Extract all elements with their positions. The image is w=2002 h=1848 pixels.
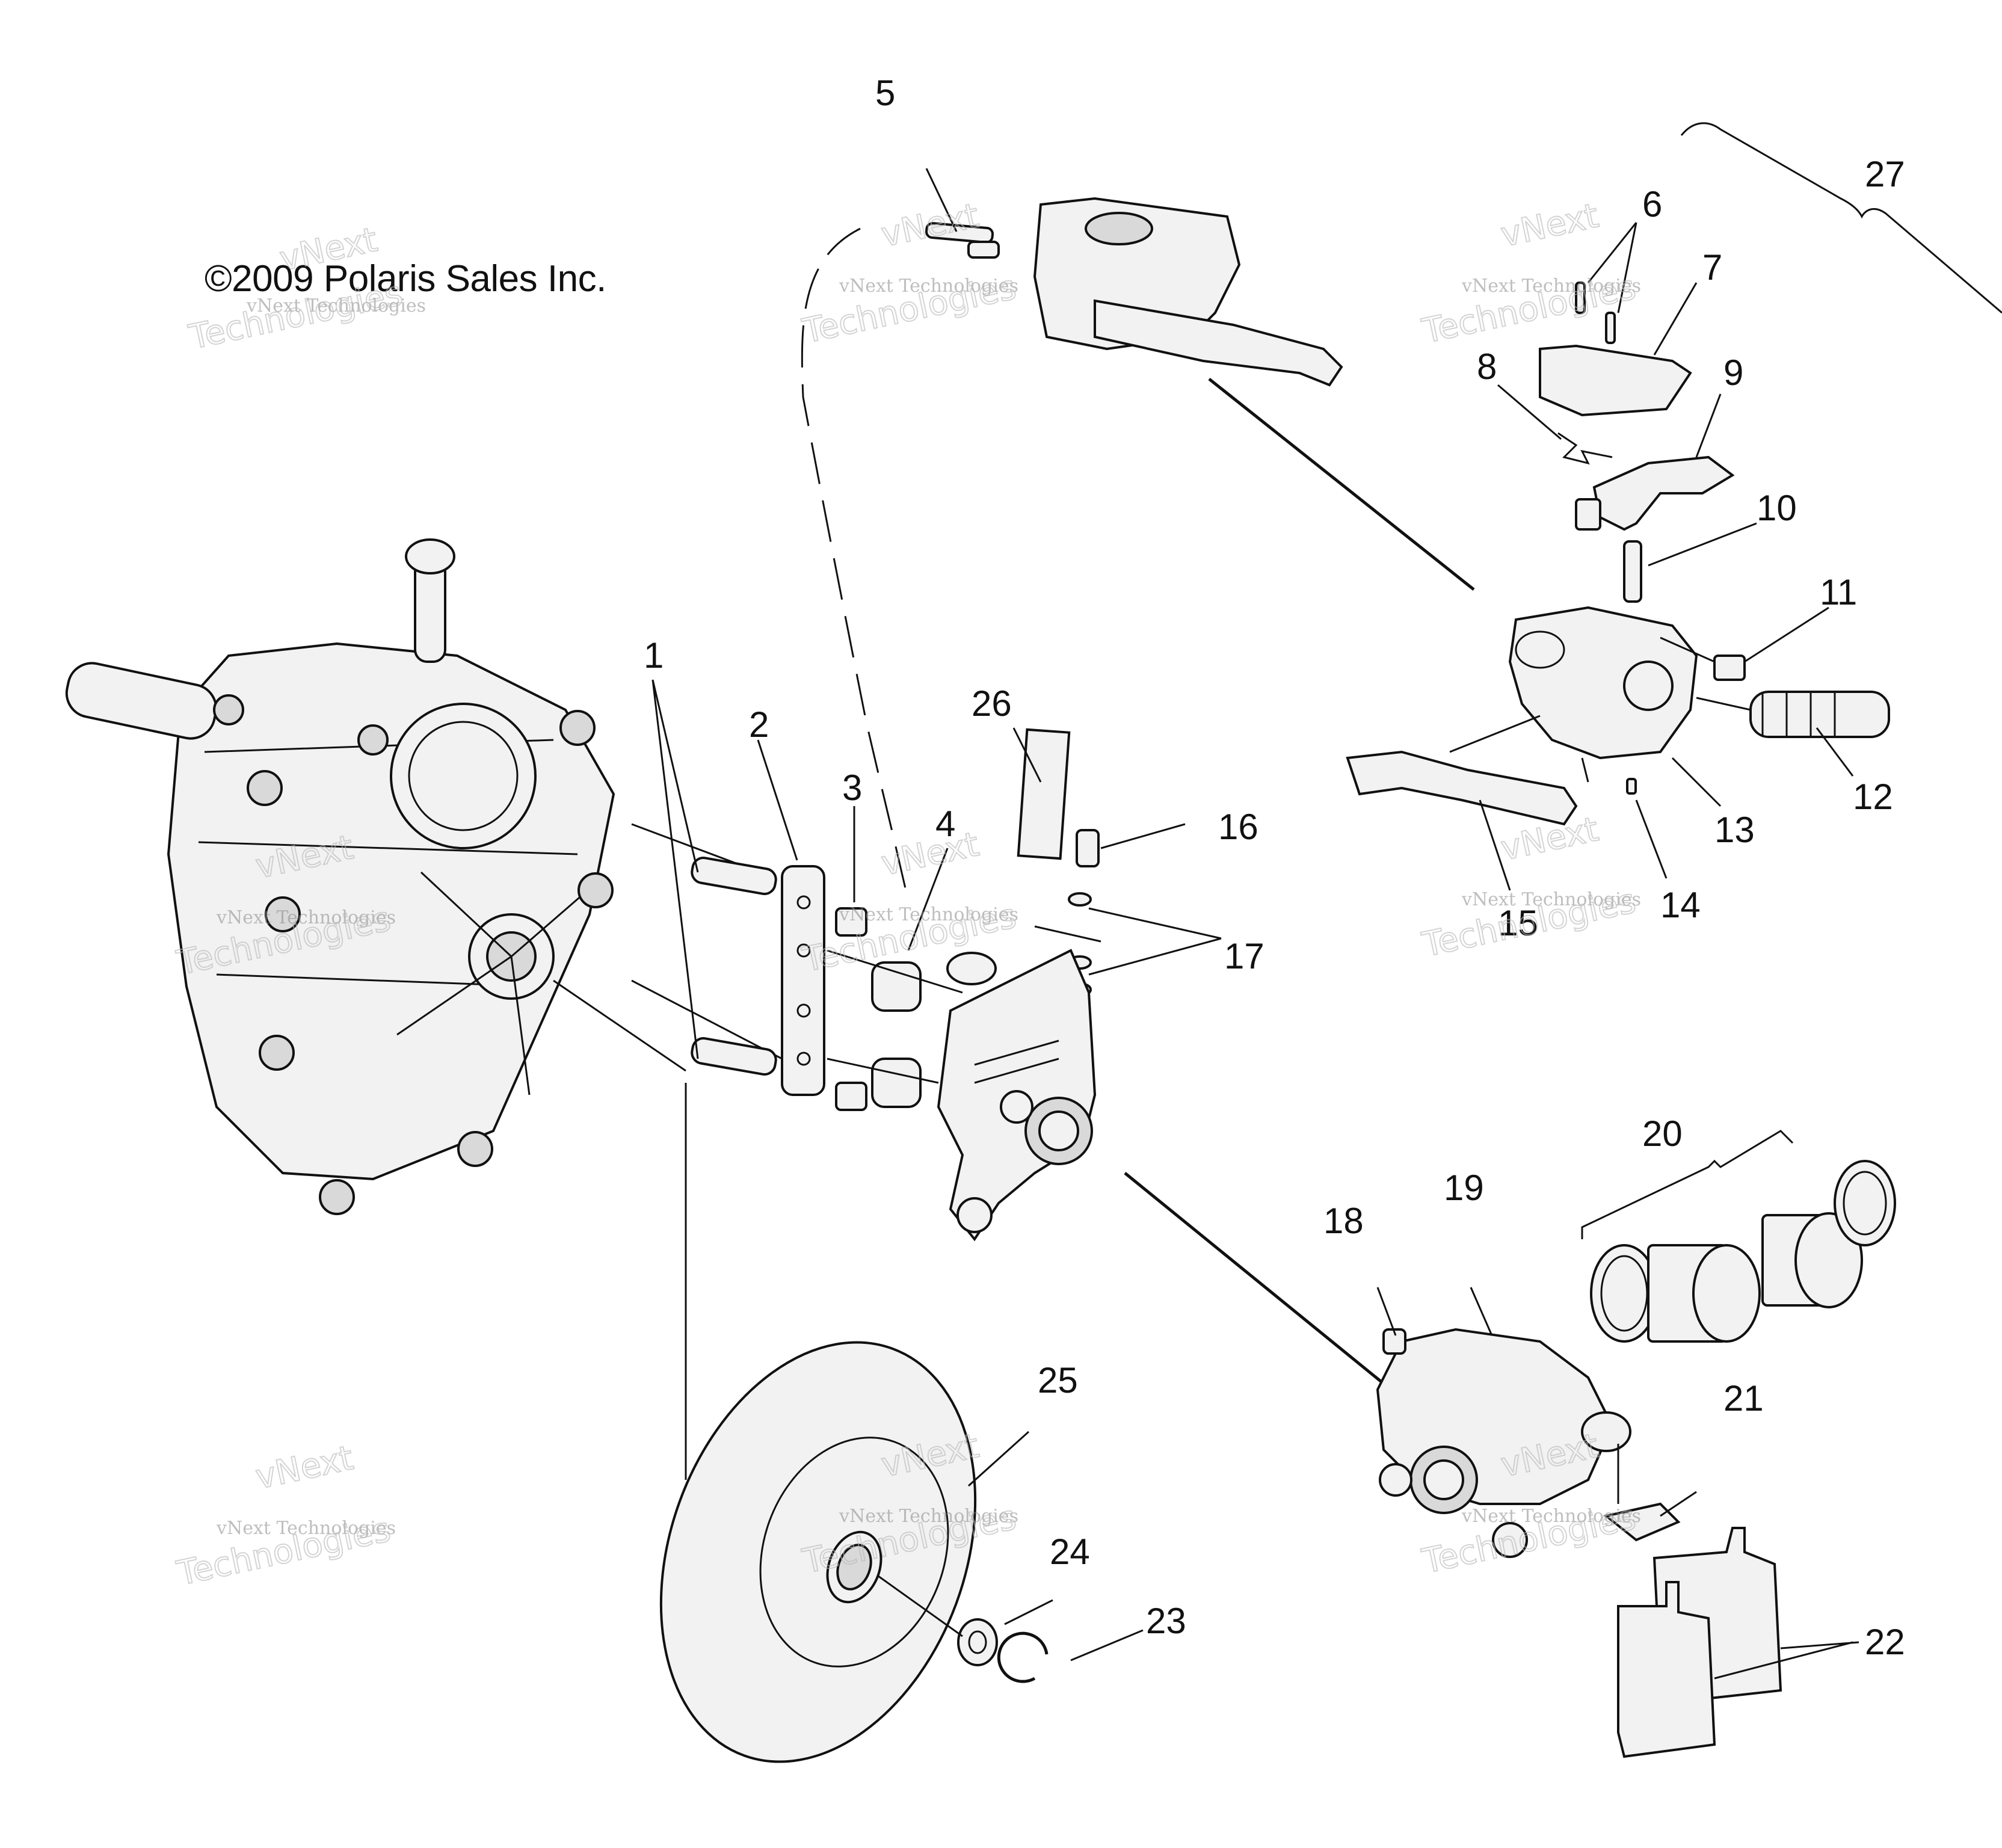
brake-pad-strip [1017, 728, 1071, 860]
callout-11: 11 [1820, 572, 1857, 612]
pivot-pin [1626, 778, 1637, 795]
nut-upper [835, 907, 867, 937]
callout-8: 8 [1477, 346, 1497, 387]
brake-pad-rear [1617, 1581, 1716, 1758]
bleeder-18 [1382, 1328, 1406, 1355]
callout-7: 7 [1702, 247, 1722, 288]
watermark-company: vNext Technologies [839, 1506, 1018, 1527]
switch [1713, 654, 1746, 681]
callout-4: 4 [935, 804, 955, 844]
callout-9: 9 [1723, 353, 1743, 393]
handlebar-grip [1749, 691, 1890, 738]
parking-lever [1592, 455, 1735, 531]
callout-3: 3 [842, 768, 862, 808]
watermark-brand2: Technologies [185, 274, 405, 357]
cover [1539, 344, 1692, 417]
callout-15: 15 [1498, 903, 1538, 943]
watermark-brand: vNext [252, 1438, 357, 1497]
callout-23: 23 [1146, 1601, 1186, 1641]
watermark-brand: vNext [878, 825, 982, 884]
watermark-company: vNext Technologies [839, 904, 1018, 925]
callout-1: 1 [644, 635, 664, 676]
watermark-brand: vNext [276, 220, 381, 279]
spring [1557, 432, 1613, 465]
watermark-brand: vNext [1497, 196, 1602, 255]
callout-5: 5 [875, 73, 895, 113]
callout-26: 26 [972, 683, 1012, 724]
pin [1623, 540, 1642, 603]
washer [957, 1618, 998, 1666]
bleeder-screw [1076, 829, 1100, 867]
callout-27: 27 [1865, 154, 1905, 194]
bushing-upper [871, 961, 922, 1012]
callout-12: 12 [1853, 777, 1893, 817]
rear-caliper [1376, 1328, 1631, 1558]
callout-19: 19 [1444, 1168, 1484, 1208]
watermark-company: vNext Technologies [246, 295, 426, 316]
watermark-company: vNext Technologies [1461, 889, 1641, 910]
nut-lower [835, 1082, 867, 1111]
callout-6: 6 [1642, 184, 1662, 224]
snap-ring [997, 1631, 1049, 1683]
copyright-text: ©2009 Polaris Sales Inc. [205, 258, 606, 300]
callout-21: 21 [1723, 1378, 1764, 1418]
callout-14: 14 [1660, 885, 1701, 925]
callout-2: 2 [749, 704, 769, 745]
callout-16: 16 [1218, 807, 1258, 847]
master-cylinder-right [1508, 606, 1698, 760]
brake-lever [1346, 750, 1578, 826]
callout-20: 20 [1642, 1113, 1683, 1154]
callout-10: 10 [1757, 488, 1797, 528]
callout-24: 24 [1050, 1532, 1090, 1572]
watermark-company: vNext Technologies [216, 1518, 396, 1539]
callout-18: 18 [1323, 1201, 1364, 1241]
piston-a [1647, 1244, 1761, 1343]
callout-22: 22 [1865, 1622, 1905, 1662]
gearcase-assembly [65, 538, 615, 1215]
bracket-27 [1680, 122, 2002, 314]
cover-screw-a [1575, 282, 1586, 314]
master-cylinder-upper [925, 197, 1343, 387]
bushing-lower [871, 1058, 922, 1108]
callout-13: 13 [1714, 810, 1755, 850]
callout-labels: 1 2 3 4 5 6 7 8 9 10 11 12 13 14 15 16 1… [644, 73, 1905, 1662]
front-caliper [937, 949, 1097, 1242]
callout-25: 25 [1038, 1360, 1078, 1400]
bracket-20 [1581, 1130, 1794, 1239]
mounting-bolts [691, 857, 777, 1076]
watermark-brand: vNext [1497, 810, 1602, 869]
watermark-company: vNext Technologies [1461, 1506, 1641, 1527]
watermark-company: vNext Technologies [839, 276, 1018, 297]
pad-spring [1603, 1502, 1681, 1542]
mounting-plate [781, 865, 825, 1096]
callout-17: 17 [1224, 936, 1264, 976]
watermark-company: vNext Technologies [216, 907, 396, 928]
brake-disc [659, 1341, 977, 1763]
watermark-brand: vNext [878, 196, 982, 255]
watermark-company: vNext Technologies [1461, 276, 1641, 297]
cover-screw-b [1605, 312, 1616, 344]
